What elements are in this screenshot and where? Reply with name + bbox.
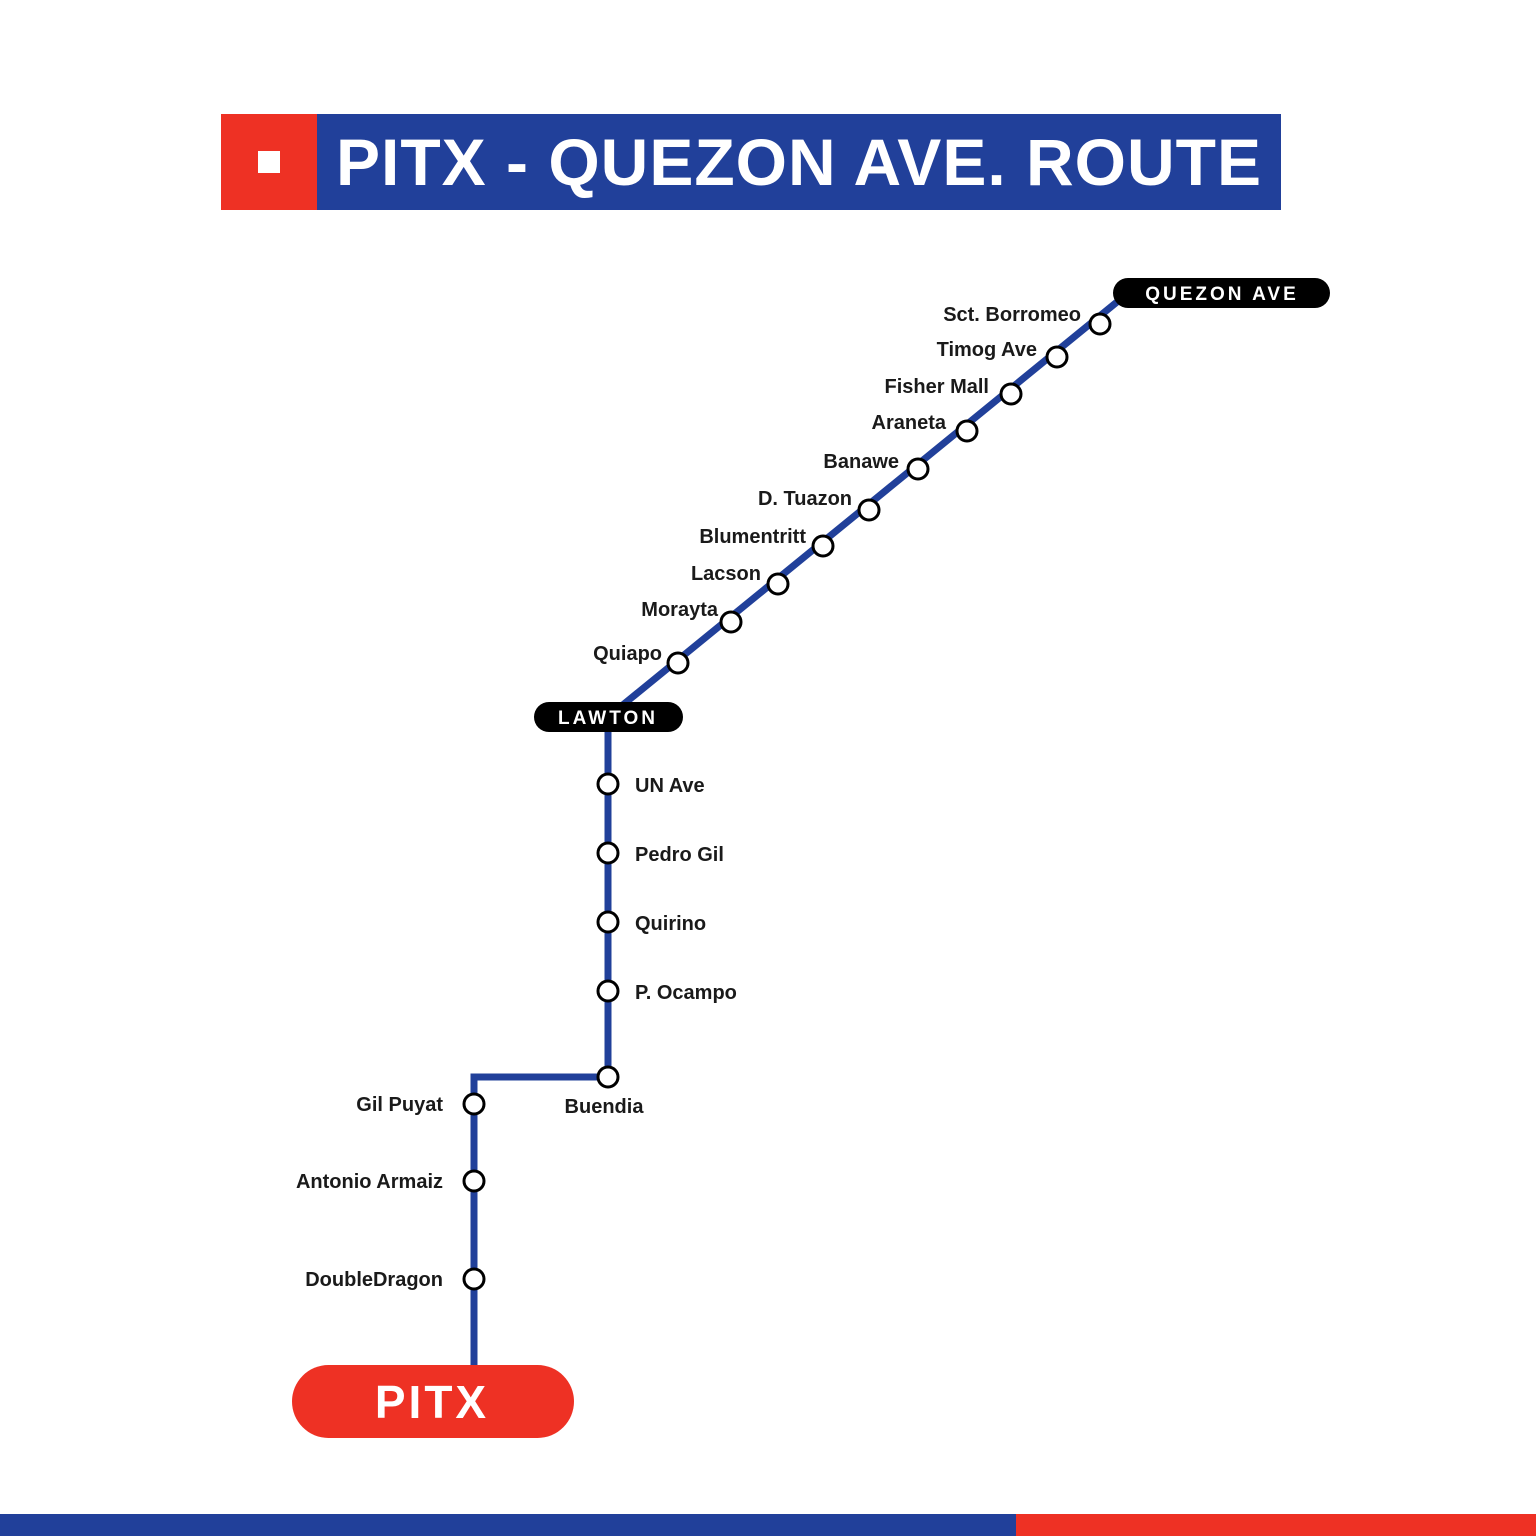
route-title-bar: PITX - QUEZON AVE. ROUTE <box>221 114 1281 210</box>
footer-stripe-red <box>1016 1514 1536 1536</box>
svg-text:Blumentritt: Blumentritt <box>699 526 806 548</box>
station-quirino[interactable]: Quirino <box>596 910 706 935</box>
station-morayta[interactable]: Morayta <box>641 599 743 634</box>
station-fisher-mall[interactable]: Fisher Mall <box>885 376 1023 406</box>
route-title: PITX - QUEZON AVE. ROUTE <box>317 114 1281 210</box>
square-icon <box>258 151 280 173</box>
station-un-ave[interactable]: UN Ave <box>596 772 705 797</box>
svg-text:UN Ave: UN Ave <box>635 775 705 797</box>
terminal-quezon-ave[interactable]: QUEZON AVE <box>1113 278 1330 308</box>
station-buendia[interactable]: Buendia <box>565 1065 645 1118</box>
svg-text:D. Tuazon: D. Tuazon <box>758 488 852 510</box>
svg-text:Buendia: Buendia <box>565 1096 645 1118</box>
svg-text:PITX: PITX <box>375 1376 489 1428</box>
svg-text:Fisher Mall: Fisher Mall <box>885 376 989 398</box>
station-sct-borromeo[interactable]: Sct. Borromeo <box>943 304 1112 336</box>
station-p-ocampo[interactable]: P. Ocampo <box>596 979 737 1004</box>
station-quiapo[interactable]: Quiapo <box>593 643 690 675</box>
svg-text:Quiapo: Quiapo <box>593 643 662 665</box>
title-accent-block <box>221 114 317 210</box>
svg-text:Pedro Gil: Pedro Gil <box>635 844 724 866</box>
svg-text:Timog Ave: Timog Ave <box>937 339 1037 361</box>
svg-text:Quirino: Quirino <box>635 913 706 935</box>
svg-text:Banawe: Banawe <box>823 451 899 473</box>
station-timog-ave[interactable]: Timog Ave <box>937 339 1069 369</box>
svg-text:P. Ocampo: P. Ocampo <box>635 982 737 1004</box>
svg-text:QUEZON AVE: QUEZON AVE <box>1145 284 1299 305</box>
svg-text:LAWTON: LAWTON <box>558 708 658 729</box>
svg-text:Sct. Borromeo: Sct. Borromeo <box>943 304 1081 326</box>
station-doubledragon[interactable]: DoubleDragon <box>305 1267 486 1291</box>
station-pedro-gil[interactable]: Pedro Gil <box>596 841 724 866</box>
svg-text:Araneta: Araneta <box>872 412 947 434</box>
station-gil-puyat[interactable]: Gil Puyat <box>356 1092 486 1116</box>
svg-text:DoubleDragon: DoubleDragon <box>305 1269 443 1291</box>
svg-text:Gil Puyat: Gil Puyat <box>356 1094 443 1116</box>
station-lacson[interactable]: Lacson <box>691 563 790 596</box>
svg-text:Antonio Armaiz: Antonio Armaiz <box>296 1171 443 1193</box>
station-d-tuazon[interactable]: D. Tuazon <box>758 488 881 522</box>
svg-text:Lacson: Lacson <box>691 563 761 585</box>
svg-text:Morayta: Morayta <box>641 599 719 621</box>
station-banawe[interactable]: Banawe <box>823 451 930 481</box>
route-line <box>470 290 1131 1368</box>
terminal-pitx[interactable]: PITX <box>292 1365 574 1438</box>
terminal-lawton[interactable]: LAWTON <box>534 702 683 732</box>
station-blumentritt[interactable]: Blumentritt <box>699 526 835 558</box>
station-araneta[interactable]: Araneta <box>872 412 979 443</box>
station-antonio-armaiz[interactable]: Antonio Armaiz <box>296 1169 486 1193</box>
footer-stripe-blue <box>0 1514 1016 1536</box>
